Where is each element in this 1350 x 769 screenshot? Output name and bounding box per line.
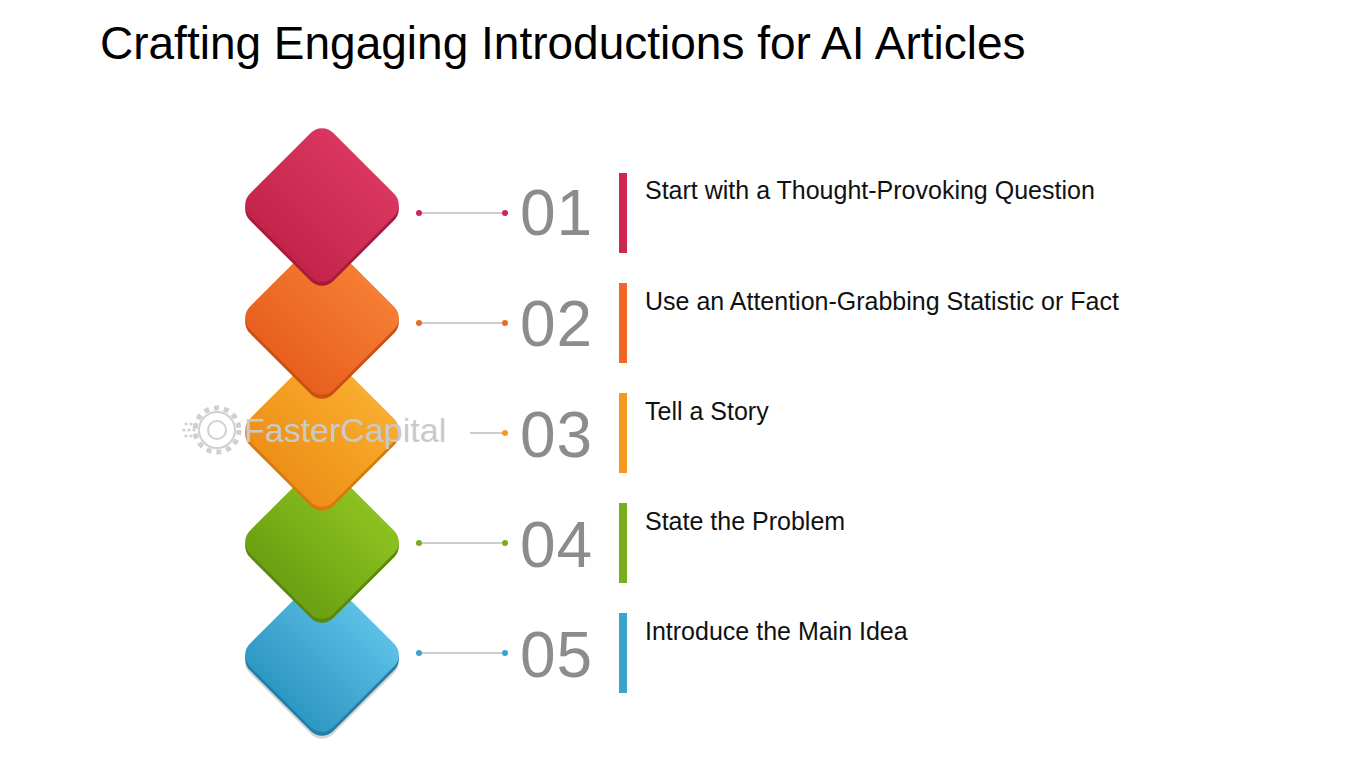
watermark: FasterCapital (244, 413, 446, 447)
step-text: Start with a Thought-Provoking Question (645, 175, 1095, 205)
accent-bar (619, 173, 627, 693)
step-number: 03 (520, 403, 593, 467)
step-text: Use an Attention-Grabbing Statistic or F… (645, 286, 1119, 316)
watermark-gear (195, 408, 239, 452)
step-text: Tell a Story (645, 396, 769, 426)
step-text: State the Problem (645, 506, 845, 536)
step-number: 02 (520, 292, 593, 356)
step-number: 05 (520, 623, 593, 687)
step-number: 04 (520, 513, 593, 577)
step-number: 01 (520, 181, 593, 245)
step-text: Introduce the Main Idea (645, 616, 908, 646)
diagram-title: Crafting Engaging Introductions for AI A… (100, 16, 1026, 70)
watermark-dots (182, 422, 197, 437)
